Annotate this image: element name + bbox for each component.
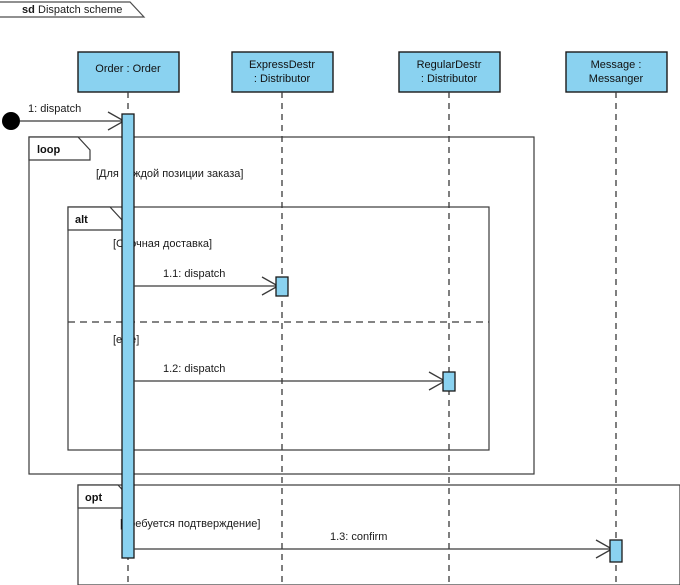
- lifeline-express[interactable]: ExpressDestr : Distributor: [231, 51, 334, 585]
- lifeline-regular[interactable]: RegularDestr : Distributor: [398, 51, 501, 585]
- lifeline-express-label-line1: ExpressDestr: [249, 59, 315, 71]
- lifeline-express-label-line2: : Distributor: [254, 73, 311, 85]
- message-11-label: 1.1: dispatch: [163, 268, 225, 280]
- message-13-label: 1.3: confirm: [330, 531, 387, 543]
- fragment-loop-guard: [Для каждой позиции заказа]: [96, 168, 243, 180]
- found-message-start-dot: [2, 112, 20, 130]
- fragment-opt-operator: opt: [85, 492, 102, 504]
- message-1-label: 1: dispatch: [28, 103, 81, 115]
- fragment-alt-box[interactable]: [67, 206, 490, 451]
- fragment-loop-box[interactable]: [28, 136, 535, 475]
- fragment-loop-operator: loop: [37, 144, 60, 156]
- message-1-dispatch[interactable]: 1: dispatch: [2, 103, 126, 131]
- lifeline-header-regular[interactable]: [398, 51, 501, 93]
- lifeline-order-label-line1: Order : Order: [95, 63, 161, 75]
- activation-order[interactable]: [121, 113, 135, 559]
- lifeline-messenger[interactable]: Message : Messanger: [565, 51, 668, 585]
- fragment-opt[interactable]: opt [Требуется подтверждение]: [77, 484, 680, 585]
- lifeline-messenger-label-line1: Message :: [591, 59, 642, 71]
- activation-express[interactable]: [275, 276, 289, 297]
- message-11-dispatch[interactable]: 1.1: dispatch: [134, 268, 289, 297]
- frame-title: Dispatch scheme: [38, 4, 122, 16]
- lifeline-regular-label-line1: RegularDestr: [417, 59, 482, 71]
- message-13-confirm[interactable]: 1.3: confirm: [134, 531, 623, 563]
- lifeline-header-order[interactable]: [77, 51, 180, 93]
- fragment-opt-box[interactable]: [77, 484, 680, 585]
- message-12-label: 1.2: dispatch: [163, 363, 225, 375]
- lifeline-regular-label-line2: : Distributor: [421, 73, 478, 85]
- diagram-frame-tag: sd Dispatch scheme: [0, 1, 146, 18]
- fragment-opt-guard: [Требуется подтверждение]: [120, 518, 260, 530]
- lifeline-header-express[interactable]: [231, 51, 334, 93]
- fragment-loop-tab: [28, 136, 91, 161]
- activation-messenger[interactable]: [609, 539, 623, 563]
- message-12-dispatch[interactable]: 1.2: dispatch: [134, 363, 456, 392]
- fragment-alt-guard: [Срочная доставка]: [113, 238, 212, 250]
- lifeline-header-messenger[interactable]: [565, 51, 668, 93]
- activation-regular[interactable]: [442, 371, 456, 392]
- frame-kind-tag: sd: [22, 4, 35, 16]
- fragment-alt-operator: alt: [75, 214, 88, 226]
- lifeline-messenger-label-line2: Messanger: [589, 73, 644, 85]
